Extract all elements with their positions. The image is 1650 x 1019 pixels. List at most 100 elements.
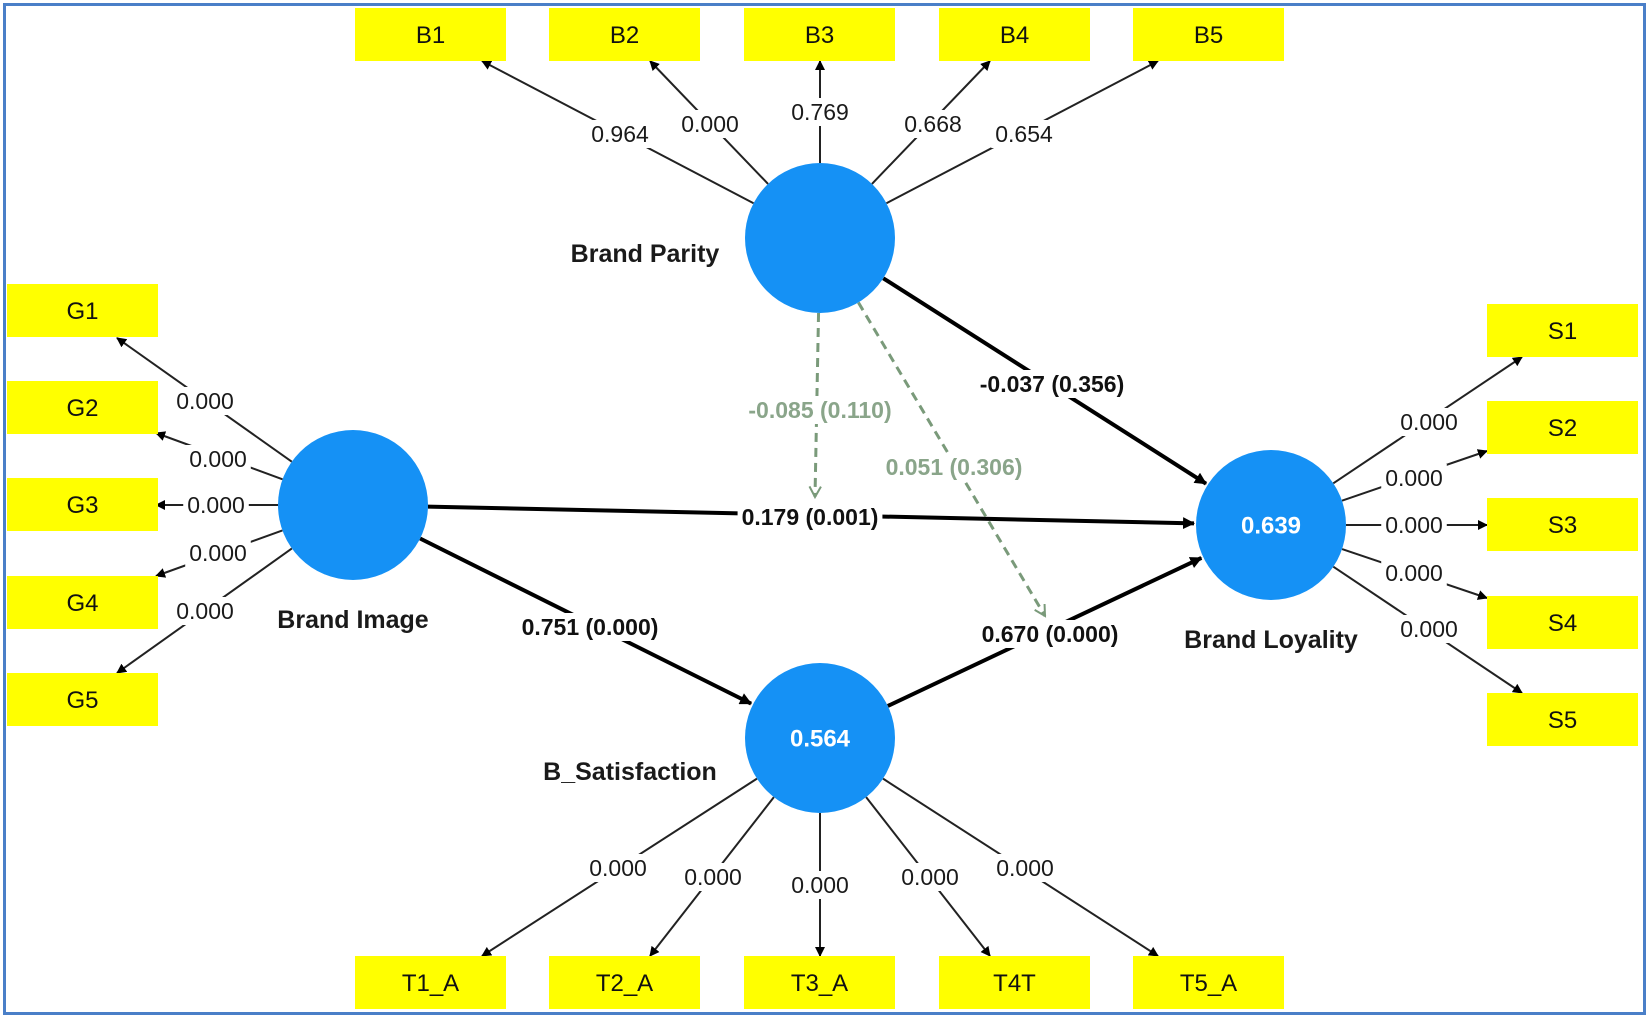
path-coefficient-image-loyalty-background <box>737 503 883 531</box>
path-coefficient-image-satisfaction-background <box>517 613 663 641</box>
indicator-box[interactable] <box>7 381 158 434</box>
loading-value-T5_A-background <box>992 854 1058 882</box>
indicator-label: G3 <box>66 492 98 519</box>
loading-value-B2-background <box>677 110 743 138</box>
indicator-box[interactable] <box>355 8 506 61</box>
indicator-B5[interactable]: B5 <box>1133 8 1284 61</box>
indicator-box[interactable] <box>7 284 158 337</box>
indicator-B2[interactable]: B2 <box>549 8 700 61</box>
construct-name-parity-group: Brand Parity <box>566 239 724 269</box>
construct-name-loyalty-background <box>1180 625 1362 655</box>
indicator-label: G5 <box>66 687 98 714</box>
loading-value-G5-group: 0.000 <box>172 597 238 625</box>
indicator-T5_A[interactable]: T5_A <box>1133 956 1284 1009</box>
loading-value-T1_A-group: 0.000 <box>585 854 651 882</box>
indicator-G1[interactable]: G1 <box>7 284 158 337</box>
indicator-S2[interactable]: S2 <box>1487 401 1638 454</box>
construct-name-image-group: Brand Image <box>273 605 433 635</box>
indicator-B1[interactable]: B1 <box>355 8 506 61</box>
path-coefficient-parity-loyalty: -0.037 (0.356) <box>980 371 1124 397</box>
indicator-label: B1 <box>416 22 445 49</box>
path-coefficient-parity-loyalty-group: -0.037 (0.356) <box>975 370 1129 398</box>
indicator-box[interactable] <box>7 673 158 726</box>
construct-circle[interactable] <box>745 163 895 313</box>
indicator-G4[interactable]: G4 <box>7 576 158 629</box>
loading-value-G5-background <box>172 597 238 625</box>
indicator-T1_A[interactable]: T1_A <box>355 956 506 1009</box>
construct-parity[interactable] <box>745 163 895 313</box>
path-coefficient-satisfaction-loyalty: 0.670 (0.000) <box>982 621 1119 647</box>
indicator-box[interactable] <box>549 8 700 61</box>
construct-image[interactable] <box>278 430 428 580</box>
indicator-G2[interactable]: G2 <box>7 381 158 434</box>
indicator-box[interactable] <box>1487 401 1638 454</box>
indicator-box[interactable] <box>7 576 158 629</box>
indicator-T2_A[interactable]: T2_A <box>549 956 700 1009</box>
indicator-B4[interactable]: B4 <box>939 8 1090 61</box>
construct-loyalty[interactable]: 0.639 <box>1196 450 1346 600</box>
moderation-coefficient-parity-mod-image-loyalty: -0.085 (0.110) <box>748 397 891 423</box>
indicator-S3[interactable]: S3 <box>1487 498 1638 551</box>
loading-value-S1-group: 0.000 <box>1396 408 1462 436</box>
loading-value-S3-group: 0.000 <box>1381 511 1447 539</box>
loading-value-B3: 0.769 <box>791 99 849 125</box>
indicator-box[interactable] <box>1133 8 1284 61</box>
indicator-B3[interactable]: B3 <box>744 8 895 61</box>
indicator-label: T2_A <box>596 970 653 997</box>
loading-value-B1-background <box>587 120 653 148</box>
loading-value-S2-background <box>1381 464 1447 492</box>
indicator-T3_A[interactable]: T3_A <box>744 956 895 1009</box>
loading-value-T1_A: 0.000 <box>589 855 647 881</box>
construct-circle[interactable] <box>1196 450 1346 600</box>
loading-value-G2-group: 0.000 <box>185 445 251 473</box>
indicator-box[interactable] <box>355 956 506 1009</box>
loading-value-G3-background <box>183 491 249 519</box>
indicator-G3[interactable]: G3 <box>7 478 158 531</box>
indicator-box[interactable] <box>1487 596 1638 649</box>
construct-name-satisfaction-background <box>539 757 721 787</box>
indicator-label: S5 <box>1548 707 1577 734</box>
path-coefficient-satisfaction-loyalty-background <box>977 620 1123 648</box>
moderation-coefficient-parity-mod-satisfaction-loyalty-group: 0.051 (0.306) <box>881 453 1027 481</box>
indicator-box[interactable] <box>1487 693 1638 746</box>
indicator-label: G2 <box>66 395 98 422</box>
indicator-box[interactable] <box>7 478 158 531</box>
indicator-box[interactable] <box>744 956 895 1009</box>
indicator-S5[interactable]: S5 <box>1487 693 1638 746</box>
indicator-box[interactable] <box>1487 304 1638 357</box>
construct-name-image: Brand Image <box>277 606 429 634</box>
indicator-box[interactable] <box>549 956 700 1009</box>
indicator-S1[interactable]: S1 <box>1487 304 1638 357</box>
loading-value-T5_A: 0.000 <box>996 855 1054 881</box>
loading-value-S4: 0.000 <box>1385 560 1443 586</box>
loading-value-T3_A-background <box>787 871 853 899</box>
loading-value-B3-background <box>787 98 853 126</box>
indicator-label: T4T <box>993 970 1036 997</box>
loading-value-G2-background <box>185 445 251 473</box>
indicator-box[interactable] <box>1133 956 1284 1009</box>
indicator-T4T[interactable]: T4T <box>939 956 1090 1009</box>
construct-circle[interactable] <box>745 663 895 813</box>
indicator-S4[interactable]: S4 <box>1487 596 1638 649</box>
indicator-box[interactable] <box>939 8 1090 61</box>
loading-value-G4: 0.000 <box>189 540 247 566</box>
indicator-G5[interactable]: G5 <box>7 673 158 726</box>
loading-value-B4-background <box>900 110 966 138</box>
construct-name-satisfaction-group: B_Satisfaction <box>539 757 721 787</box>
indicator-box[interactable] <box>744 8 895 61</box>
loading-value-B1: 0.964 <box>591 121 649 147</box>
loading-value-T3_A: 0.000 <box>791 872 849 898</box>
construct-satisfaction[interactable]: 0.564 <box>745 663 895 813</box>
loading-value-S5-background <box>1396 615 1462 643</box>
indicator-label: S3 <box>1548 512 1577 539</box>
loading-value-T2_A-background <box>680 863 746 891</box>
loading-value-G4-background <box>185 539 251 567</box>
loading-value-B4: 0.668 <box>904 111 962 137</box>
indicator-box[interactable] <box>939 956 1090 1009</box>
loading-value-S3-background <box>1381 511 1447 539</box>
moderation-arrowhead-icon <box>808 485 822 500</box>
construct-name-loyalty: Brand Loyality <box>1184 626 1358 654</box>
construct-circle[interactable] <box>278 430 428 580</box>
indicator-label: B2 <box>610 22 639 49</box>
indicator-box[interactable] <box>1487 498 1638 551</box>
